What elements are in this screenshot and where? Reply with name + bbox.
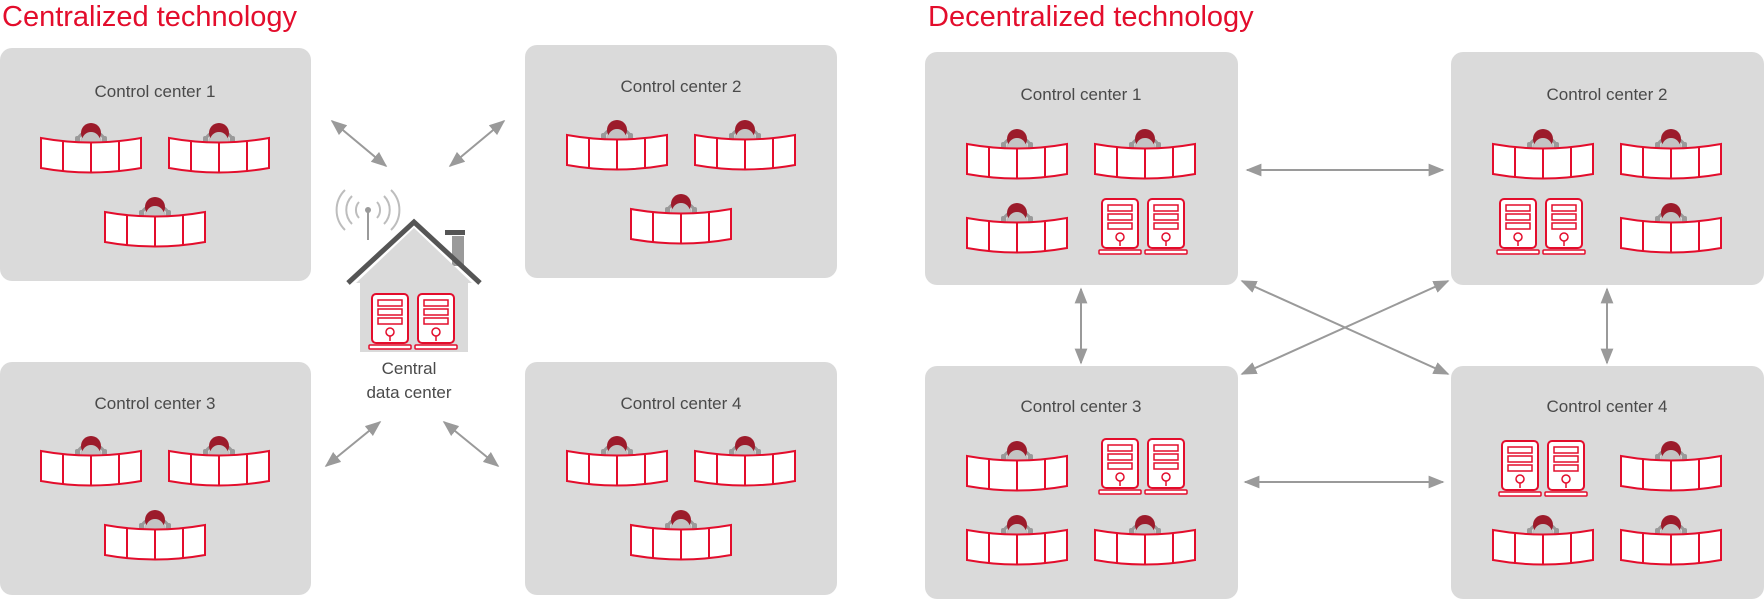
arrow-cc1-hub [330, 119, 388, 168]
arrow-cc4-hub [442, 420, 500, 468]
decentralized-control-center-3: Control center 3 [925, 366, 1238, 599]
centralized-connection-arrows [324, 119, 506, 468]
decentralized-control-center-1: Control center 1 [925, 52, 1238, 285]
control-center-label: Control center 1 [95, 82, 216, 101]
central-data-center-label-line2: data center [366, 383, 451, 402]
control-center-label: Control center 3 [1021, 397, 1142, 416]
decentralized-title: Decentralized technology [928, 1, 1254, 33]
control-center-label: Control center 3 [95, 394, 216, 413]
decentralized-connection-arrows [1074, 163, 1614, 489]
control-center-label: Control center 2 [621, 77, 742, 96]
decentralized-control-center-2: Control center 2 [1451, 52, 1764, 285]
arrow-cc2-hub [448, 119, 506, 168]
arrow-d2-d3 [1240, 280, 1450, 375]
decentralized-control-center-4: Control center 4 [1451, 366, 1764, 599]
centralized-control-center-2: Control center 2 [525, 45, 837, 278]
control-center-label: Control center 4 [621, 394, 742, 413]
centralized-control-center-4: Control center 4 [525, 362, 837, 595]
arrow-cc3-hub [324, 420, 382, 468]
control-center-label: Control center 1 [1021, 85, 1142, 104]
central-data-center-label-line1: Central [382, 359, 437, 378]
control-center-label: Control center 2 [1547, 85, 1668, 104]
antenna-icon [335, 189, 401, 240]
central-data-center: Central data center [335, 189, 482, 402]
centralized-title: Centralized technology [2, 1, 298, 33]
control-center-label: Control center 4 [1547, 397, 1668, 416]
centralized-control-center-1: Control center 1 [0, 48, 311, 281]
centralized-control-center-3: Control center 3 [0, 362, 311, 595]
house-icon [346, 218, 482, 352]
